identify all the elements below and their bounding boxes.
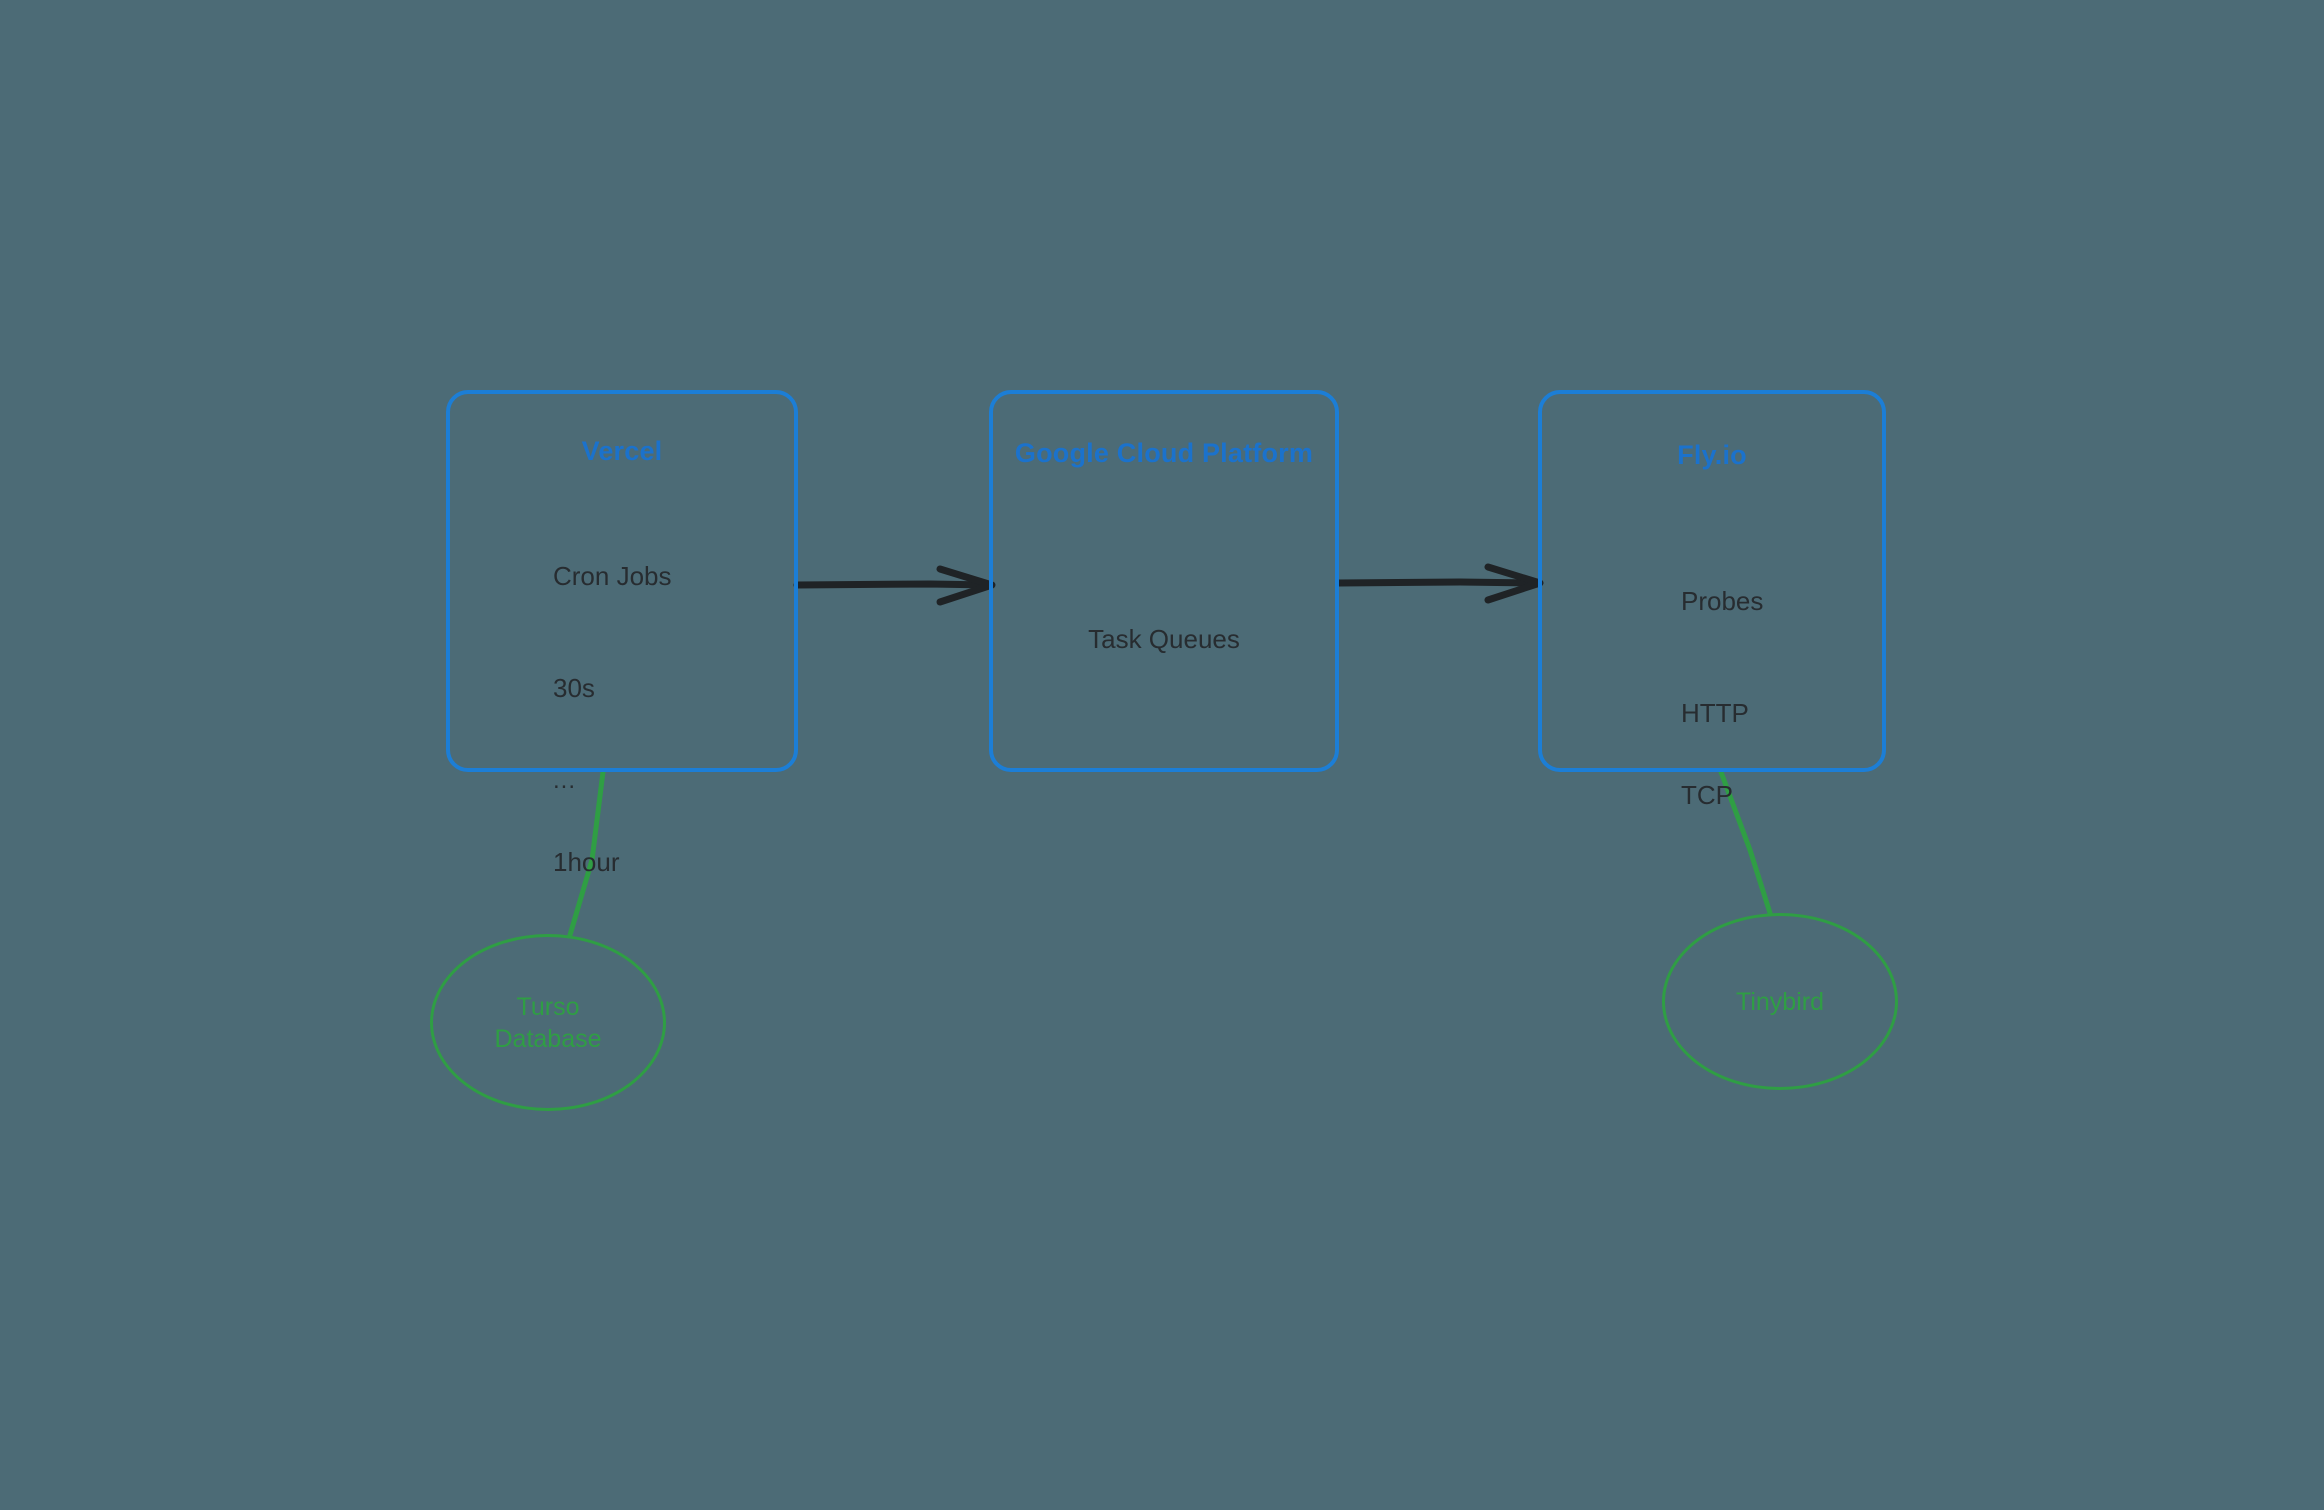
node-google-cloud-platform-title: Google Cloud Platform — [1014, 438, 1314, 468]
node-fly-io-title: Fly.io — [1677, 440, 1747, 470]
node-vercel-body: Cron Jobs 30s ... 1hour — [553, 511, 672, 927]
node-google-cloud-platform[interactable]: Google Cloud Platform Task Queues — [989, 390, 1339, 772]
node-fly-io-body: Probes HTTP TCP — [1681, 536, 1763, 860]
node-vercel-title: Vercel — [581, 436, 663, 466]
node-vercel-line-ellipsis: ... — [553, 767, 577, 794]
node-turso-database-label: Turso Database — [494, 992, 602, 1053]
node-turso-database[interactable]: Turso Database — [430, 934, 666, 1111]
node-fly-io-line-tcp: TCP — [1681, 780, 1733, 810]
node-fly-io-line-http: HTTP — [1681, 698, 1749, 728]
node-tinybird[interactable]: Tinybird — [1662, 913, 1898, 1090]
node-gcp-line-task-queues: Task Queues — [1088, 624, 1240, 654]
node-vercel-line-cron-jobs: Cron Jobs — [553, 561, 672, 591]
arrow-vercel-to-gcp — [793, 565, 996, 606]
node-fly-io[interactable]: Fly.io Probes HTTP TCP — [1538, 390, 1886, 808]
node-tinybird-label: Tinybird — [1736, 987, 1824, 1016]
node-google-cloud-platform-body: Task Queues — [993, 574, 1335, 704]
node-vercel[interactable]: Vercel Cron Jobs 30s ... 1hour — [446, 390, 798, 875]
node-vercel-line-30s: 30s — [553, 673, 595, 703]
node-vercel-line-1hour: 1hour — [553, 847, 620, 877]
node-fly-io-line-probes: Probes — [1681, 586, 1764, 616]
arrow-gcp-to-fly — [1335, 563, 1544, 604]
